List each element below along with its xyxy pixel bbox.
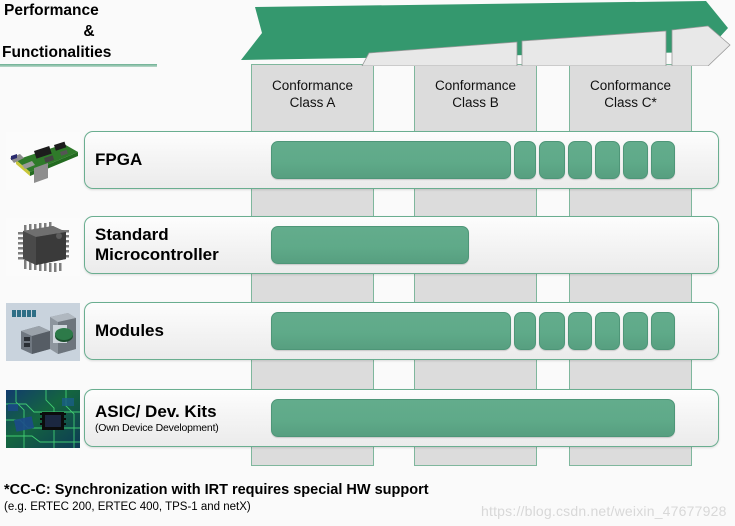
table-row-microcontroller: Standard Microcontroller xyxy=(84,216,719,274)
table-row-asic: ASIC/ Dev. Kits (Own Device Development) xyxy=(84,389,719,447)
column-header-class-b: Conformance Class B xyxy=(414,64,537,124)
column-header-class-b-line1: Conformance xyxy=(434,78,517,93)
pci-card-icon xyxy=(6,132,80,190)
page-title-line-3: Functionalities xyxy=(2,44,112,61)
row-label-microcontroller: Standard Microcontroller xyxy=(95,217,219,273)
asic-die-icon xyxy=(6,390,80,448)
network-module-icon xyxy=(6,303,80,361)
column-header-class-a-line1: Conformance xyxy=(271,78,354,93)
page-title-line-2: & xyxy=(83,23,95,40)
footnote-line-1: *CC-C: Synchronization with IRT requires… xyxy=(4,482,429,498)
row-label-modules-text: Modules xyxy=(95,321,164,340)
footnote: *CC-C: Synchronization with IRT requires… xyxy=(4,481,604,515)
footnote-line-2: (e.g. ERTEC 200, ERTEC 400, TPS-1 and ne… xyxy=(4,501,251,513)
column-header-class-c-line2: Class C* xyxy=(604,95,657,110)
column-header-class-a-line2: Class A xyxy=(289,95,336,110)
watermark: https://blog.csdn.net/weixin_47677928 xyxy=(481,503,727,519)
title-underline xyxy=(0,64,157,67)
column-header-class-a: Conformance Class A xyxy=(251,64,374,124)
column-header-class-b-line2: Class B xyxy=(452,95,499,110)
performance-arrow-banner xyxy=(236,0,735,66)
row-label-fpga: FPGA xyxy=(95,132,142,188)
column-header-class-c-line1: Conformance xyxy=(589,78,672,93)
qfp-chip-icon xyxy=(6,218,80,276)
row-label-microcontroller-line1: Standard xyxy=(95,225,169,244)
table-row-modules: Modules xyxy=(84,302,719,360)
page-title: Performance & Functionalities xyxy=(0,0,240,66)
row-label-fpga-text: FPGA xyxy=(95,150,143,169)
row-sublabel-asic: (Own Device Development) xyxy=(95,422,219,434)
table-row-fpga: FPGA xyxy=(84,131,719,189)
row-label-asic-text: ASIC/ Dev. Kits xyxy=(95,402,217,421)
row-label-modules: Modules xyxy=(95,303,164,359)
column-header-class-c: Conformance Class C* xyxy=(569,64,692,124)
page-title-line-1: Performance xyxy=(4,2,99,19)
row-label-microcontroller-line2: Microcontroller xyxy=(95,245,219,264)
row-label-asic: ASIC/ Dev. Kits (Own Device Development) xyxy=(95,390,219,446)
